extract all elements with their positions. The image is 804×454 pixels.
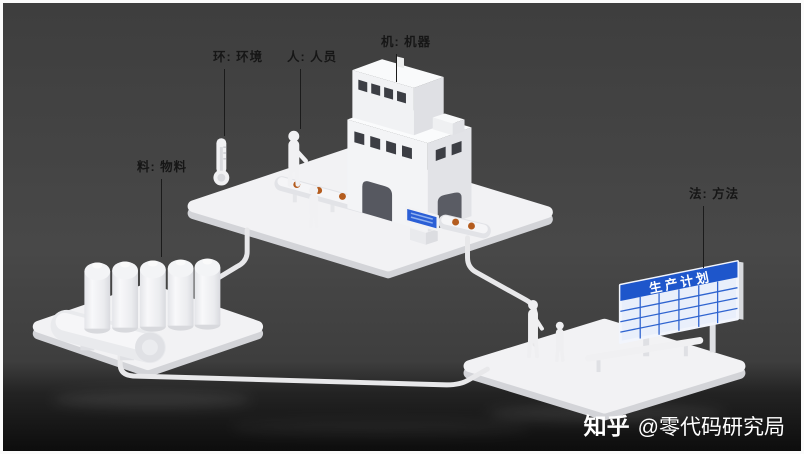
machine-building: [347, 56, 472, 232]
conveyor-items: [452, 218, 475, 230]
board-header: [620, 261, 738, 302]
bench: [585, 337, 704, 373]
label-people: 人: 人员: [287, 50, 338, 64]
watermark-brand: 知乎: [583, 413, 630, 439]
sign-leg: [709, 323, 716, 353]
machine-windows: [354, 79, 462, 161]
label-machine: 机: 机器: [381, 35, 432, 49]
tank: [112, 261, 138, 333]
label-environment: 环: 环境: [213, 50, 264, 64]
worker-figure: [308, 186, 319, 228]
leader-method: [703, 206, 704, 268]
board-grid: [620, 281, 738, 339]
planner-figures: [527, 300, 565, 362]
floor-reflections: [52, 390, 726, 436]
leader-machine: [396, 54, 397, 82]
operator-figure: [287, 130, 308, 187]
leader-people: [300, 69, 301, 129]
pipe-floor: [117, 345, 490, 388]
tank: [194, 258, 221, 330]
roof-vent: [396, 56, 404, 69]
watermark: 知乎 @零代码研究局: [584, 407, 785, 441]
tank: [167, 259, 194, 331]
watermark-handle: @零代码研究局: [637, 416, 785, 439]
horizontal-tank: [50, 309, 166, 364]
storage-tanks: [84, 258, 221, 334]
thermometer-icon: [213, 138, 230, 186]
production-plan-board: 生产计划: [618, 260, 744, 344]
tank: [139, 260, 166, 332]
conveyor-right: [438, 214, 491, 239]
control-panel: [404, 206, 439, 245]
machine-tunnel-left: [362, 181, 393, 222]
leader-environment: [224, 69, 225, 136]
panel-screen: [404, 206, 439, 232]
leader-material: [161, 179, 162, 257]
label-material: 料: 物料: [137, 160, 188, 174]
label-method: 法: 方法: [689, 187, 740, 201]
scene-canvas: 生产计划: [3, 3, 801, 451]
tank: [84, 262, 111, 334]
